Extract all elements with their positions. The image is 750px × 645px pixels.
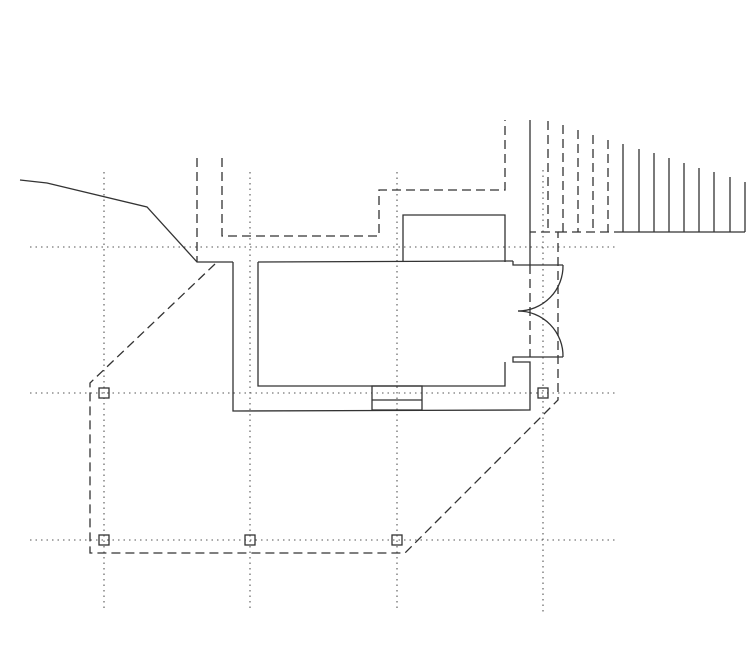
stairs xyxy=(622,144,746,233)
bay-projection xyxy=(402,214,506,262)
window-bottom xyxy=(371,385,423,411)
site-boundary-line xyxy=(19,179,233,263)
columns xyxy=(98,387,549,546)
column-post xyxy=(244,534,256,546)
column-post xyxy=(98,387,110,399)
terrain-line xyxy=(19,179,233,263)
top-wall xyxy=(257,260,514,263)
building-walls xyxy=(232,120,564,412)
outer-wall xyxy=(232,262,563,412)
door-swing-upper xyxy=(517,264,564,312)
column-post xyxy=(537,387,549,399)
column-post xyxy=(98,534,110,546)
door-swing-lower xyxy=(517,310,564,358)
dashed-outlines xyxy=(89,120,623,554)
grid-lines xyxy=(30,170,615,612)
door-step-top xyxy=(512,261,563,266)
inner-wall xyxy=(257,262,506,387)
column-post xyxy=(391,534,403,546)
dashed-upper-outline xyxy=(221,120,506,237)
